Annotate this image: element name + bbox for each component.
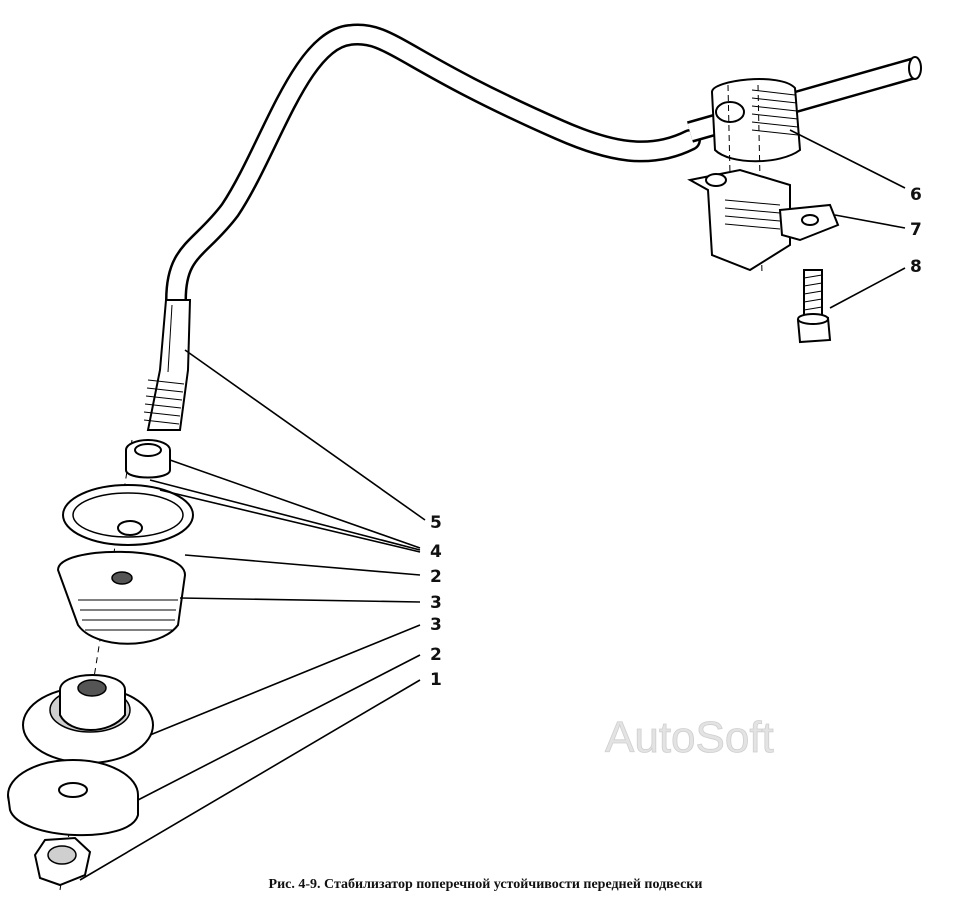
callout-4: 4 — [430, 542, 442, 562]
figure-caption: Рис. 4-9. Стабилизатор поперечной устойч… — [268, 877, 703, 892]
callout-6: 6 — [910, 185, 922, 205]
bracket — [687, 168, 840, 272]
callout-2-upper: 2 — [430, 567, 442, 587]
callout-labels: 1 2 2 3 3 4 5 6 7 8 — [430, 185, 922, 690]
callout-3-upper: 3 — [430, 593, 442, 613]
callout-5: 5 — [430, 513, 442, 533]
callout-2-lower: 2 — [430, 645, 442, 665]
callout-8: 8 — [910, 257, 922, 277]
callout-7: 7 — [910, 220, 922, 240]
stabilizer-end-stack — [7, 439, 194, 891]
watermark: AutoSoft — [605, 713, 774, 762]
bolt — [796, 269, 832, 344]
callout-leaders — [79, 129, 906, 881]
callout-1: 1 — [430, 670, 442, 690]
callout-3-lower: 3 — [430, 615, 442, 635]
